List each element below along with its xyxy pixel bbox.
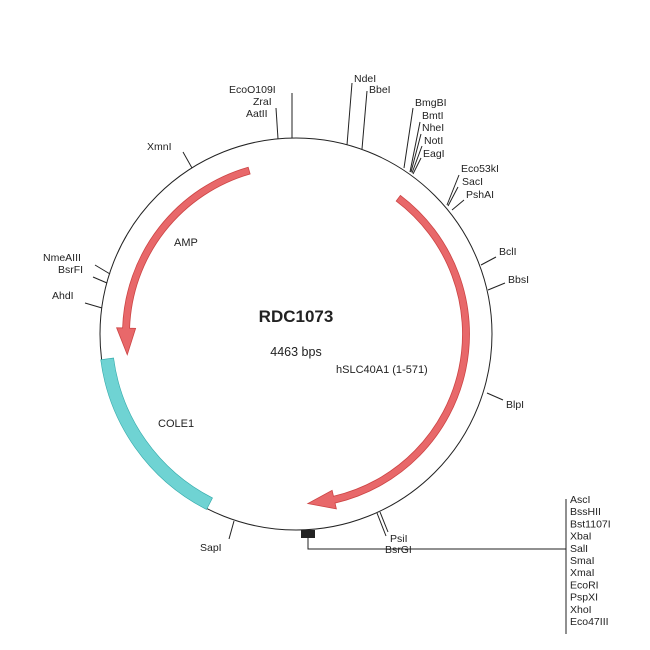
site-tick-eagi xyxy=(412,157,422,175)
feature-label-hslc40a1: hSLC40A1 (1-571) xyxy=(336,364,428,376)
site-label-bsrfi: BsrFI xyxy=(58,264,83,276)
site-tick-noti xyxy=(411,145,423,174)
site-tick-ahdi xyxy=(84,302,103,309)
feature-label-amp: AMP xyxy=(174,237,198,249)
plasmid-size: 4463 bps xyxy=(270,345,321,359)
mcs-site-label: AscI xyxy=(570,494,590,506)
site-label-bsrgi: BsrGI xyxy=(385,544,412,556)
site-tick-ndei xyxy=(346,82,353,146)
site-label-aatii: AatII xyxy=(246,108,268,120)
mcs-site-label: SalI xyxy=(570,543,588,555)
site-tick-nmeaiii xyxy=(94,264,111,275)
site-label-ecoo109i: EcoO109I xyxy=(229,84,276,96)
site-label-noti: NotI xyxy=(424,135,443,147)
site-tick-bbsi xyxy=(487,282,506,291)
mcs-site-label: XmaI xyxy=(570,567,595,579)
mcs-site-label: PspXI xyxy=(570,592,598,604)
plasmid-name: RDC1073 xyxy=(259,307,334,326)
site-tick-bsrgi xyxy=(379,511,389,533)
site-tick-pshai xyxy=(451,199,465,211)
mcs-site-label: XhoI xyxy=(570,604,592,616)
mcs-cluster-ticks xyxy=(301,530,315,538)
site-label-saci: SacI xyxy=(462,176,483,188)
site-label-xmni: XmnI xyxy=(147,141,172,153)
site-label-bbei: BbeI xyxy=(369,84,391,96)
mcs-site-label: EcoRI xyxy=(570,579,599,591)
site-label-ndei: NdeI xyxy=(354,73,376,85)
site-label-nhei: NheI xyxy=(422,122,444,134)
site-label-pshai: PshAI xyxy=(466,189,494,201)
site-tick-aatii xyxy=(275,107,279,140)
site-label-blpi: BlpI xyxy=(506,399,524,411)
site-label-sapi: SapI xyxy=(200,542,222,554)
site-tick-bbei xyxy=(361,90,368,150)
mcs-site-label: SmaI xyxy=(570,555,595,567)
site-tick-bcli xyxy=(480,256,497,266)
feature-arrow-amp xyxy=(116,166,251,356)
site-tick-bmgbi xyxy=(403,107,414,169)
site-tick-psii xyxy=(376,512,387,537)
site-tick-eco53ki xyxy=(446,174,460,206)
mcs-site-label: Eco47III xyxy=(570,616,609,628)
feature-label-cole1: COLE1 xyxy=(158,418,194,430)
site-label-bcli: BclI xyxy=(499,246,517,258)
mcs-site-label: Bst1107I xyxy=(570,518,611,530)
site-label-eagi: EagI xyxy=(423,148,445,160)
feature-block-cole1 xyxy=(100,357,213,510)
site-tick-blpi xyxy=(486,392,504,401)
site-tick-bsrfi xyxy=(92,276,108,284)
mcs-leader-line xyxy=(307,538,566,550)
site-label-psii: PsiI xyxy=(390,533,408,545)
site-tick-nhei xyxy=(410,133,422,173)
site-label-zrai: ZraI xyxy=(253,96,272,108)
site-tick-sapi xyxy=(228,520,235,540)
site-label-bmgbi: BmgBI xyxy=(415,97,447,109)
site-tick-bmti xyxy=(409,121,421,173)
site-label-bmti: BmtI xyxy=(422,110,444,122)
mcs-site-label: BssHII xyxy=(570,506,601,518)
feature-arrow-hslc40a1 xyxy=(306,194,470,510)
site-label-ahdi: AhdI xyxy=(52,290,74,302)
site-label-nmeaiii: NmeAIII xyxy=(43,252,81,264)
site-tick-xmni xyxy=(182,151,193,169)
backbone-circle xyxy=(99,137,493,531)
site-label-bbsi: BbsI xyxy=(508,274,529,286)
mcs-site-label: XbaI xyxy=(570,531,592,543)
site-tick-saci xyxy=(447,186,459,207)
site-label-eco53ki: Eco53kI xyxy=(461,163,499,175)
